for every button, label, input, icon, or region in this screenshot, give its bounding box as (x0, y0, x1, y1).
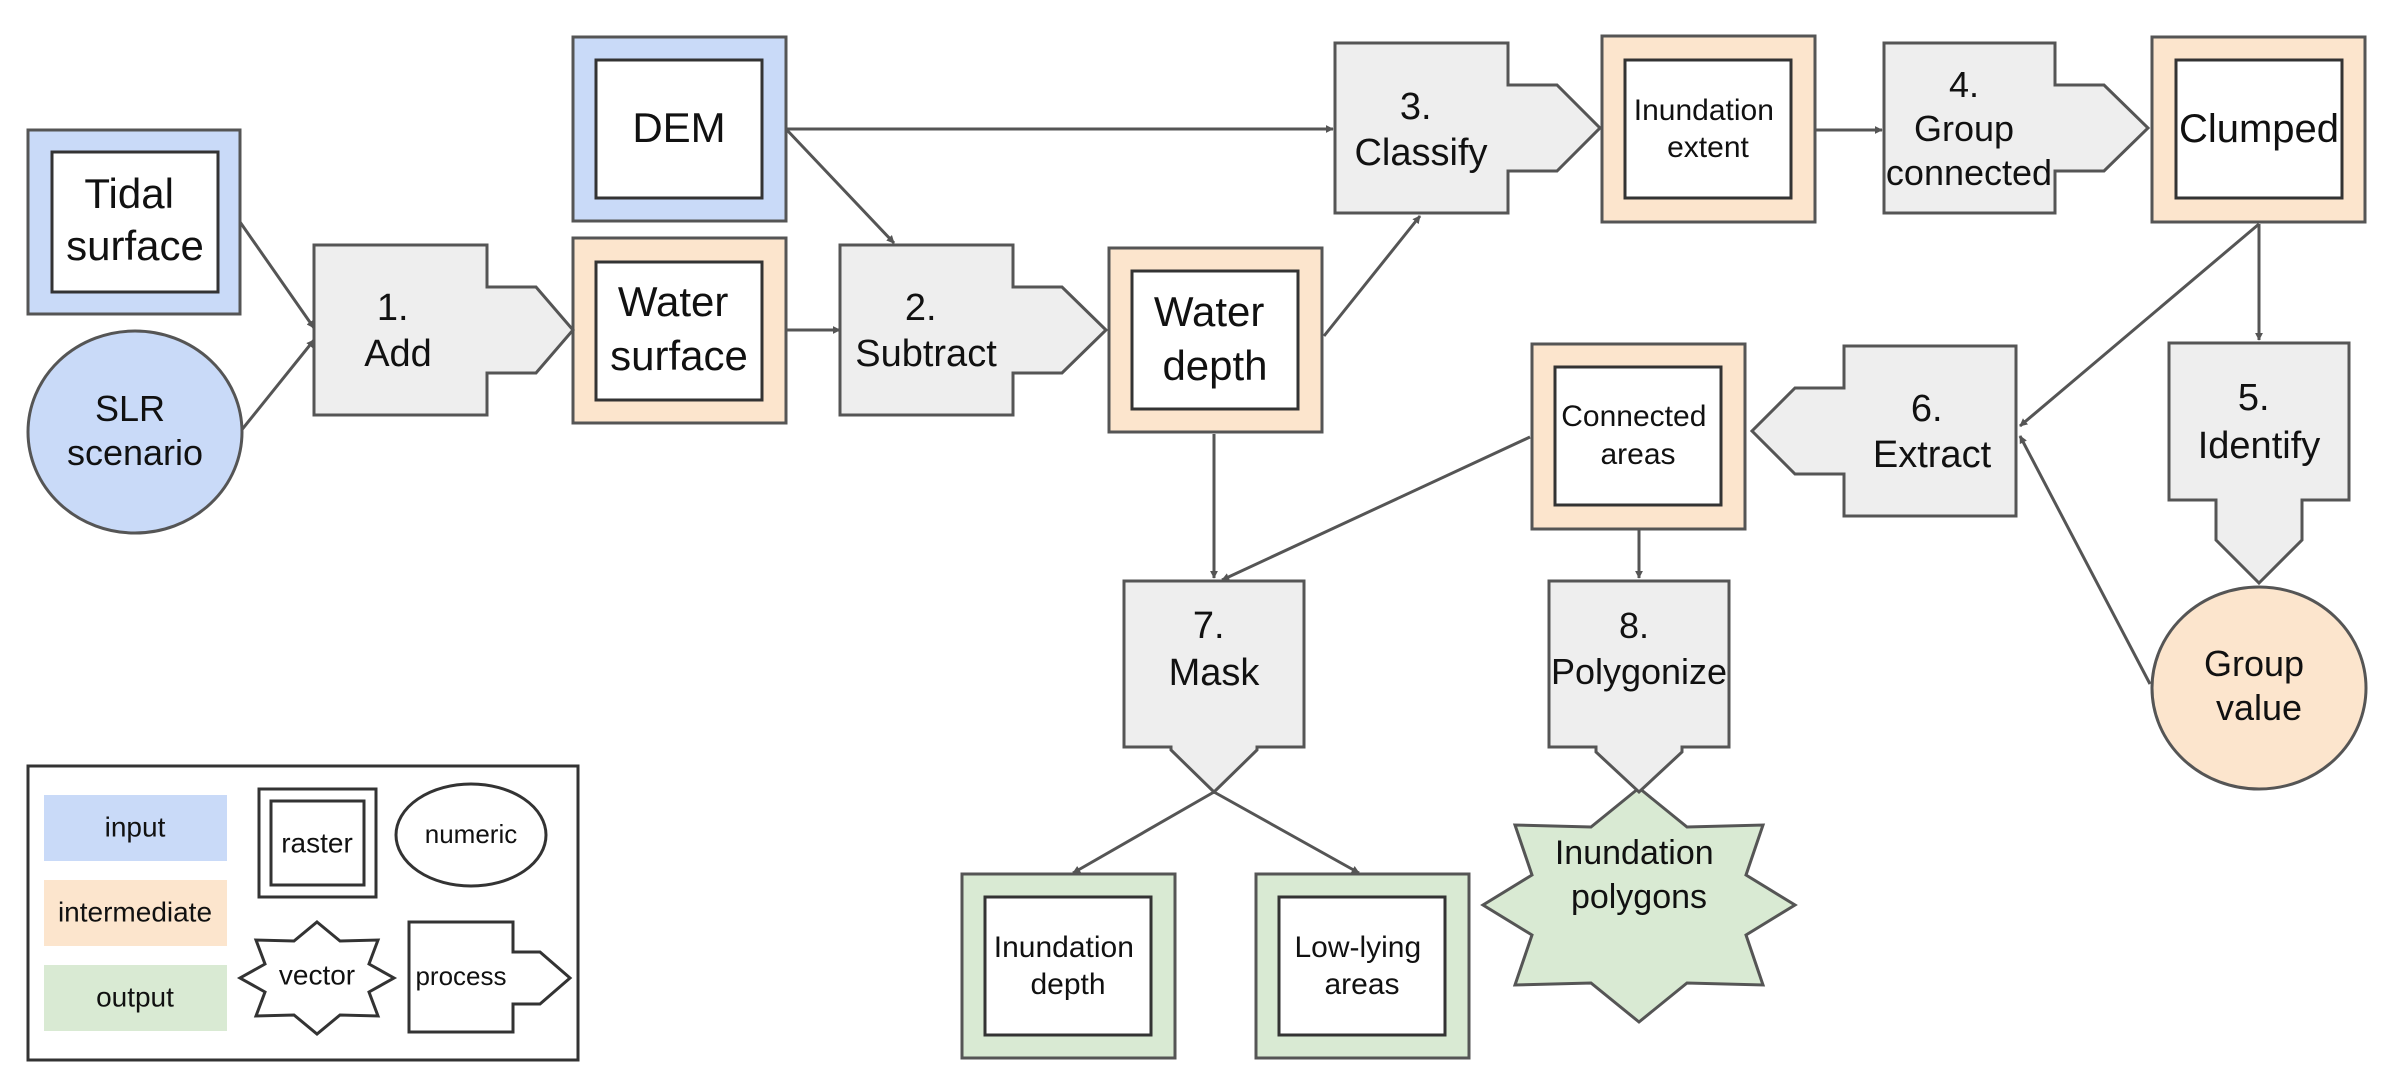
legend-raster-label: raster (281, 827, 353, 858)
process-polygonize: 8. Polygonize (1547, 579, 1731, 795)
water-depth-label: Water depth (1154, 288, 1276, 389)
process-subtract-label: 2. Subtract (855, 287, 997, 375)
process-extract-label: 6. Extract (1873, 388, 1992, 476)
process-add-shape (312, 243, 575, 417)
raster-low-lying-areas: Low-lying areas (1254, 872, 1471, 1060)
raster-connected-areas: Connected areas (1530, 342, 1747, 531)
group-value-circle (2150, 585, 2368, 791)
process-classify-shape (1333, 41, 1603, 215)
edge-groupvalue-to-extract (2018, 435, 2152, 685)
numeric-slr-scenario: SLR scenario (26, 329, 244, 535)
process-mask-shape (1122, 579, 1306, 795)
slr-scenario-label: SLR scenario (67, 388, 203, 473)
clumped-inner (2174, 58, 2344, 200)
process-add: 1. Add (312, 243, 575, 417)
legend-raster-inner (269, 799, 366, 887)
process-add-label: 1. Add (364, 287, 432, 375)
process-classify-label: 3. Classify (1354, 86, 1487, 174)
process-mask-label: 7. Mask (1169, 605, 1261, 694)
connected-areas-inner (1553, 365, 1723, 507)
legend-process-shape (407, 920, 573, 1034)
tidal-surface-label: Tidal surface (66, 170, 204, 269)
edge-mask-to-lowlying (1213, 790, 1360, 875)
legend-numeric-label: numeric (425, 819, 517, 849)
raster-tidal-surface: Tidal surface (26, 128, 242, 316)
water-depth-inner (1130, 269, 1300, 411)
water-surface-label: Water surface (610, 278, 748, 379)
process-identify: 5. Identify (2167, 341, 2351, 586)
connected-areas-label: Connected areas (1561, 400, 1714, 471)
inundation-polygons-label: Inundation polygons (1555, 834, 1723, 916)
legend-input-swatch (44, 795, 227, 861)
inundation-polygons-star (1480, 786, 1798, 1024)
raster-inundation-extent: Inundation extent (1600, 34, 1817, 224)
process-classify: 3. Classify (1333, 41, 1603, 215)
edge-slr-to-add (238, 339, 316, 433)
legend-input-label: input (105, 811, 166, 842)
tidal-surface-inner (50, 150, 220, 294)
process-group-connected-label: 4. Group connected (1886, 64, 2052, 193)
raster-water-surface: Water surface (571, 236, 788, 425)
process-polygonize-shape (1547, 579, 1731, 795)
legend-vector-label: vector (279, 959, 355, 990)
process-subtract: 2. Subtract (838, 243, 1109, 417)
low-lying-areas-inner (1277, 895, 1447, 1037)
edges (238, 125, 2263, 875)
slr-scenario-circle (26, 329, 244, 535)
vector-inundation-polygons: Inundation polygons (1480, 786, 1798, 1024)
inundation-extent-inner (1623, 58, 1793, 200)
legend-intermediate-swatch (44, 880, 227, 946)
process-group-connected-shape (1882, 41, 2151, 215)
inundation-depth-label: Inundation depth (994, 931, 1142, 1001)
water-surface-inner (594, 260, 764, 402)
inundation-depth-inner (983, 895, 1153, 1037)
legend-output-label: output (96, 981, 174, 1012)
group-value-label: Group value (2204, 643, 2314, 728)
edge-connected-to-mask (1221, 435, 1531, 582)
inundation-extent-label: Inundation extent (1634, 94, 1782, 164)
legend-numeric-ellipse (394, 782, 548, 888)
raster-clumped: Clumped (2150, 35, 2367, 224)
legend: input intermediate output raster numeric… (26, 764, 580, 1062)
raster-water-depth: Water depth (1107, 246, 1324, 434)
process-mask: 7. Mask (1122, 579, 1306, 795)
edge-dem-to-subtract (784, 127, 896, 245)
edge-waterdepth-to-classify (1322, 215, 1422, 337)
legend-process-label: process (415, 961, 506, 991)
process-identify-shape (2167, 341, 2351, 586)
legend-intermediate-label: intermediate (58, 896, 212, 927)
process-extract: 6. Extract (1749, 344, 2018, 518)
edge-mask-to-depth (1072, 790, 1215, 875)
process-identify-label: 5. Identify (2198, 377, 2321, 467)
raster-dem: DEM (571, 35, 788, 223)
process-subtract-shape (838, 243, 1109, 417)
low-lying-areas-label: Low-lying areas (1294, 931, 1429, 1001)
legend-vector-star (236, 920, 398, 1036)
edge-tidal-to-add (238, 221, 316, 329)
process-polygonize-label: 8. Polygonize (1551, 605, 1727, 692)
dem-label: DEM (632, 104, 725, 151)
process-extract-shape (1749, 344, 2018, 518)
numeric-group-value: Group value (2150, 585, 2368, 791)
process-group-connected: 4. Group connected (1882, 41, 2151, 215)
clumped-label: Clumped (2179, 107, 2339, 151)
raster-inundation-depth: Inundation depth (960, 872, 1177, 1060)
edge-clumped-to-extract (2019, 222, 2260, 428)
legend-output-swatch (44, 965, 227, 1031)
dem-inner (594, 58, 764, 200)
